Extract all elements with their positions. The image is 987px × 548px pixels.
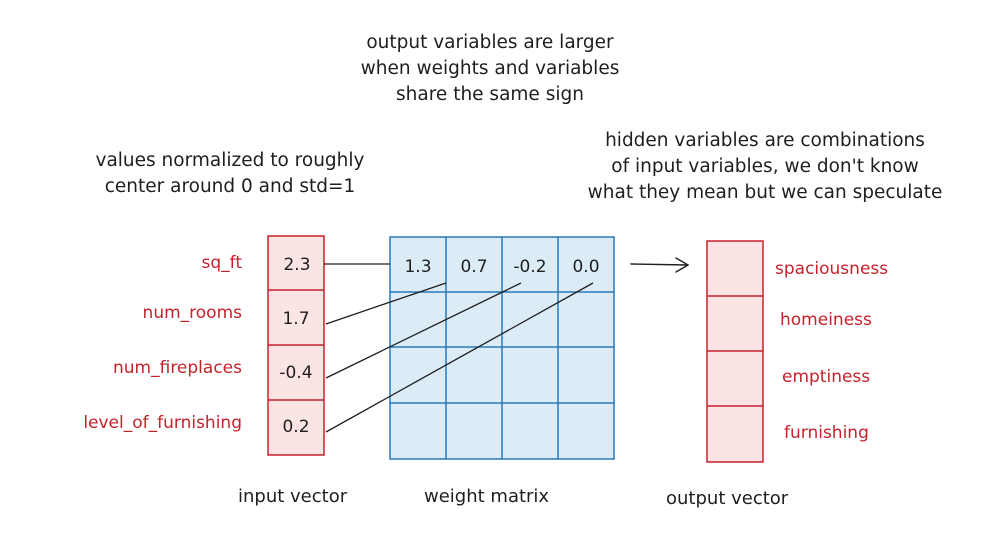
input-value: 0.2 (282, 417, 309, 437)
connection-line (325, 282, 594, 433)
input-feature-label: level_of_furnishing (83, 413, 242, 433)
hidden-feature-label: spaciousness (775, 259, 889, 279)
weight-value: 0.0 (572, 257, 599, 277)
output-vector (706, 240, 764, 463)
note-top: output variables are larger when weights… (300, 30, 680, 108)
arrow-head (675, 257, 689, 266)
note-top-line: output variables are larger (366, 32, 614, 53)
input-value: 2.3 (283, 255, 310, 275)
weight-value: -0.2 (513, 257, 546, 277)
hidden-feature-label: furnishing (784, 423, 869, 443)
input-value: 1.7 (282, 309, 309, 329)
weight-matrix: 1.3 0.7 -0.2 0.0 (389, 236, 615, 460)
weight-value: 0.7 (460, 257, 487, 277)
note-right-line: hidden variables are combinations (605, 130, 925, 151)
arrow-head (675, 264, 689, 273)
note-right: hidden variables are combinations of inp… (560, 128, 970, 206)
connection-line (325, 282, 447, 325)
caption-input-vector: input vector (238, 486, 348, 507)
note-top-line: share the same sign (396, 84, 584, 105)
note-left-line: center around 0 and std=1 (104, 176, 356, 197)
note-right-line: of input variables, we don't know (611, 156, 919, 177)
input-vector: 2.3 1.7 -0.4 0.2 (267, 235, 325, 456)
input-value: -0.4 (279, 363, 312, 383)
input-feature-label: num_fireplaces (113, 358, 242, 378)
caption-output-vector: output vector (666, 488, 789, 509)
arrow-shaft (630, 263, 689, 266)
note-left: values normalized to roughly center arou… (60, 148, 400, 200)
note-left-line: values normalized to roughly (95, 150, 365, 171)
hidden-feature-label: homeiness (780, 310, 872, 330)
hidden-feature-label: emptiness (782, 367, 871, 387)
note-top-line: when weights and variables (360, 58, 620, 79)
arrow-right-icon (630, 257, 689, 273)
caption-weight-matrix: weight matrix (424, 486, 550, 507)
input-feature-label: sq_ft (201, 253, 243, 273)
connection-line (325, 282, 522, 379)
connections (324, 263, 594, 433)
weight-value: 1.3 (404, 257, 431, 277)
note-right-line: what they mean but we can speculate (587, 182, 943, 203)
input-feature-label: num_rooms (142, 303, 242, 323)
